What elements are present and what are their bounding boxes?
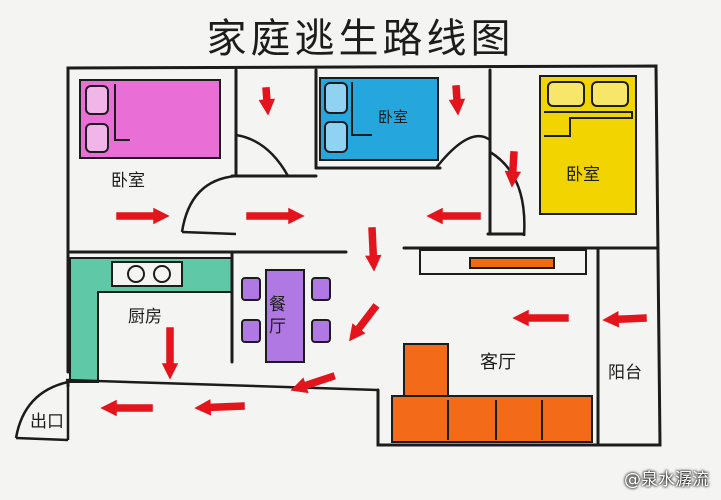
doors — [14, 133, 526, 442]
chair — [241, 319, 261, 343]
door-swing — [435, 134, 491, 169]
room-label-living: 客厅 — [480, 352, 516, 373]
stove-burner — [127, 265, 145, 283]
page-title: 家庭逃生路线图 — [206, 16, 515, 62]
door-swing — [180, 174, 237, 233]
dining-table — [265, 269, 305, 363]
pillow — [591, 81, 629, 107]
room-label-bedroom-middle: 卧室 — [378, 108, 409, 126]
chair — [241, 277, 261, 301]
escape-arrows — [100, 85, 647, 417]
room-label-bedroom-right: 卧室 — [566, 165, 600, 185]
pillow — [85, 123, 109, 153]
sofa — [391, 395, 593, 443]
escape-arrow — [194, 399, 245, 416]
escape-arrow — [365, 227, 382, 272]
door-swing — [489, 150, 526, 237]
escape-arrow — [602, 311, 647, 328]
escape-arrow — [258, 87, 276, 116]
room-label-kitchen: 厨房 — [128, 307, 162, 327]
door-swing — [235, 133, 290, 177]
escape-arrow — [512, 309, 569, 327]
chair — [311, 277, 331, 301]
escape-arrow — [348, 303, 380, 342]
escape-arrow — [426, 207, 481, 225]
escape-arrow — [116, 207, 170, 225]
watermark: @泉水潺流 — [624, 470, 709, 490]
exit-label: 出口 — [30, 412, 64, 432]
room-label-balcony: 阳台 — [608, 363, 642, 383]
escape-arrow — [100, 399, 153, 417]
escape-arrow — [161, 327, 179, 380]
stove-burner — [153, 265, 171, 283]
sofa-chaise — [403, 343, 449, 401]
pillow — [85, 85, 109, 115]
pillow — [324, 121, 348, 153]
walls — [66, 64, 662, 447]
pillow — [547, 81, 585, 107]
escape-arrow — [448, 85, 466, 116]
room-label-bedroom-left: 卧室 — [111, 171, 145, 191]
escape-arrow — [504, 151, 522, 188]
escape-arrow — [246, 207, 305, 225]
room-label-dining: 餐厅 — [269, 295, 286, 337]
escape-arrow — [290, 372, 336, 394]
tv — [469, 257, 555, 269]
door-swing — [14, 380, 69, 439]
pillow — [324, 82, 348, 114]
stove — [111, 261, 183, 287]
chair — [311, 319, 331, 343]
